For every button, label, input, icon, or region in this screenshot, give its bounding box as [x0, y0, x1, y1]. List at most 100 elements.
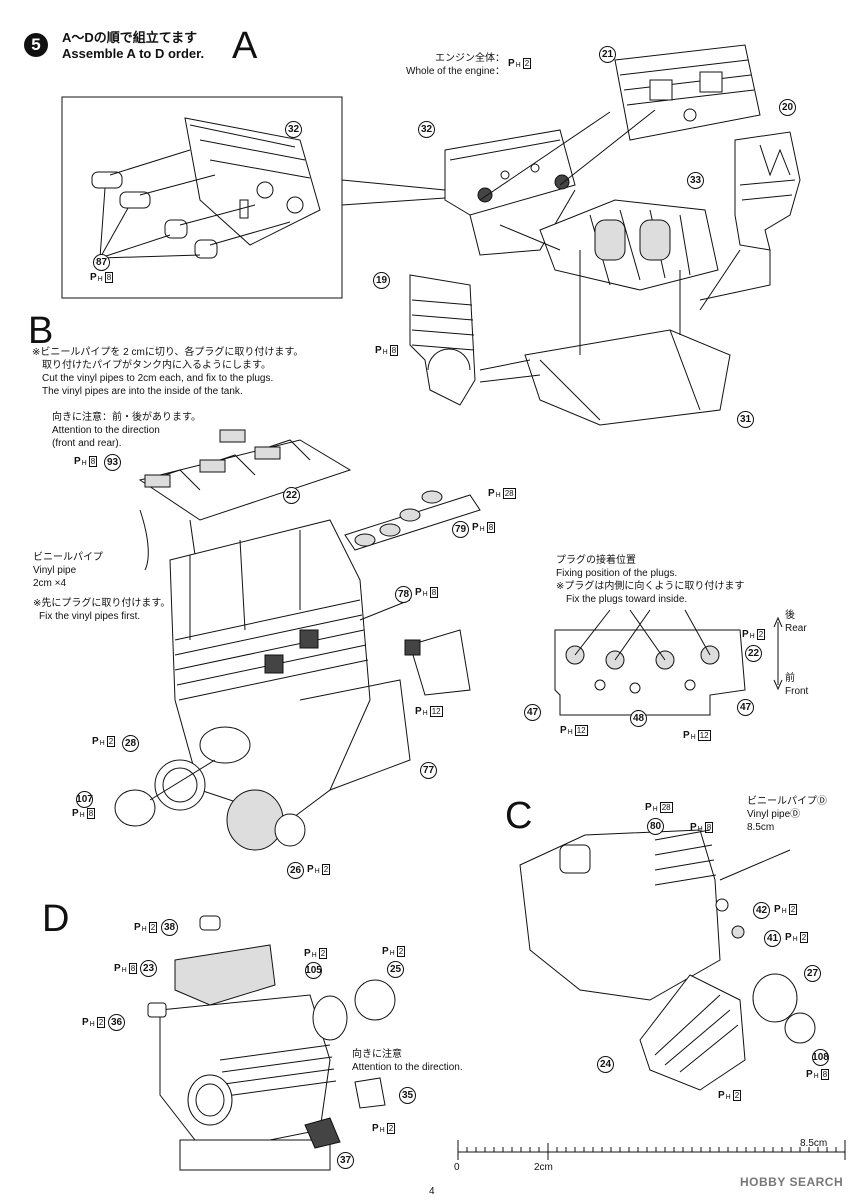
- note-line: 向きに注意: [352, 1049, 402, 1060]
- part-78-drawing: [359, 599, 471, 696]
- rear-label: 後 Rear: [785, 609, 807, 635]
- part-20-drawing: [734, 131, 801, 251]
- part-number-47: 47: [524, 704, 541, 721]
- note-line: ※プラグは内側に向くように取り付けます: [556, 581, 745, 592]
- note-line: Fix the plugs toward inside.: [566, 594, 688, 605]
- part-105-drawing: [312, 995, 348, 1041]
- part-108-drawing: [784, 1012, 816, 1044]
- note-line: Attention to the direction.: [352, 1062, 463, 1073]
- rear-en: Rear: [785, 623, 807, 634]
- part-number-78: 78: [395, 586, 412, 603]
- part-35-drawing: [354, 1077, 386, 1109]
- part-number-32: 32: [418, 121, 435, 138]
- part-number-21: 21: [599, 46, 616, 63]
- note-line: Fixing position of the plugs.: [556, 568, 678, 579]
- part-number-32: 32: [285, 121, 302, 138]
- fix-first-note: ※先にプラグに取り付けます。 Fix the vinyl pipes first…: [33, 597, 170, 623]
- note-line: プラグの接着位置: [556, 555, 636, 566]
- note-line: ※先にプラグに取り付けます。: [33, 598, 171, 609]
- part-93-drawing: [138, 429, 352, 521]
- engine-c-drawing: [519, 829, 791, 1001]
- scale-ruler: [457, 1140, 846, 1160]
- engine-b-drawing: [169, 519, 411, 821]
- part-number-108: 108: [812, 1049, 829, 1066]
- part-number-41: 41: [764, 930, 781, 947]
- part-number-80: 80: [647, 818, 664, 835]
- step-title-en: Assemble A to D order.: [62, 46, 205, 61]
- part-number-31: 31: [737, 411, 754, 428]
- note-line: ※ビニールパイプを 2 cmに切り、各プラグに取り付けます。: [32, 347, 304, 358]
- direction-note-b: 向きに注意：前・後があります。 Attention to the directi…: [52, 411, 201, 450]
- note-line: Vinyl pipe: [33, 565, 77, 576]
- part-number-26: 26: [287, 862, 304, 879]
- section-c-letter: C: [505, 795, 533, 837]
- part-number-38: 38: [161, 919, 178, 936]
- part-number-87: 87: [93, 254, 110, 271]
- detail-cylinder-head: [184, 117, 321, 246]
- front-en: Front: [785, 686, 809, 697]
- part-number-22: 22: [745, 645, 762, 662]
- part-number-27: 27: [804, 965, 821, 982]
- part-32-drawing: [444, 129, 576, 256]
- engine-d-drawing: [159, 944, 337, 1171]
- detail-flanges: [91, 149, 291, 259]
- page-number: 4: [429, 1186, 435, 1197]
- note-line: ビニールパイプ: [33, 552, 103, 563]
- section-d-letter: D: [42, 898, 70, 940]
- part-36-drawing: [147, 1002, 167, 1018]
- plug-position-diagram: [554, 609, 783, 716]
- note-line: 取り付けたパイプがタンク内に入るようにします。: [42, 360, 271, 371]
- part-33-drawing: [539, 199, 719, 291]
- section-b-note: ※ビニールパイプを 2 cmに切り、各プラグに取り付けます。 取り付けたパイプが…: [32, 346, 303, 398]
- part-24-drawing: [639, 974, 746, 1091]
- front-label: 前 Front: [785, 672, 808, 698]
- part-37-drawing: [304, 1117, 341, 1149]
- part-number-47: 47: [737, 699, 754, 716]
- front-jp: 前: [785, 673, 795, 684]
- part-number-20: 20: [779, 99, 796, 116]
- note-line: The vinyl pipes are into the inside of t…: [42, 386, 243, 397]
- part-79-drawing: [344, 490, 481, 551]
- watermark-logo: HOBBY SEARCH: [740, 1175, 844, 1189]
- part-number-77: 77: [420, 762, 437, 779]
- vinyl-pipe-note-c: ビニールパイプⒹ Vinyl pipeⒹ 8.5cm: [747, 795, 827, 834]
- part-number-23: 23: [140, 960, 157, 977]
- note-line: Attention to the direction: [52, 425, 160, 436]
- part-19-drawing: [409, 274, 476, 406]
- note-line: 2cm ×4: [33, 578, 67, 589]
- part-21-drawing: [614, 44, 761, 141]
- note-line: ビニールパイプⒹ: [747, 796, 827, 807]
- part-107-drawing: [114, 789, 156, 827]
- part-number-25: 25: [387, 961, 404, 978]
- part-number-36: 36: [108, 1014, 125, 1031]
- part-number-22: 22: [283, 487, 300, 504]
- step-number-badge: 5: [24, 33, 48, 57]
- part-number-107: 107: [76, 791, 93, 808]
- scale-end-label: 8.5cm: [800, 1138, 828, 1149]
- plug-position-note: プラグの接着位置 Fixing position of the plugs. ※…: [556, 554, 744, 606]
- part-number-105: 105: [305, 962, 322, 979]
- part-number-35: 35: [399, 1087, 416, 1104]
